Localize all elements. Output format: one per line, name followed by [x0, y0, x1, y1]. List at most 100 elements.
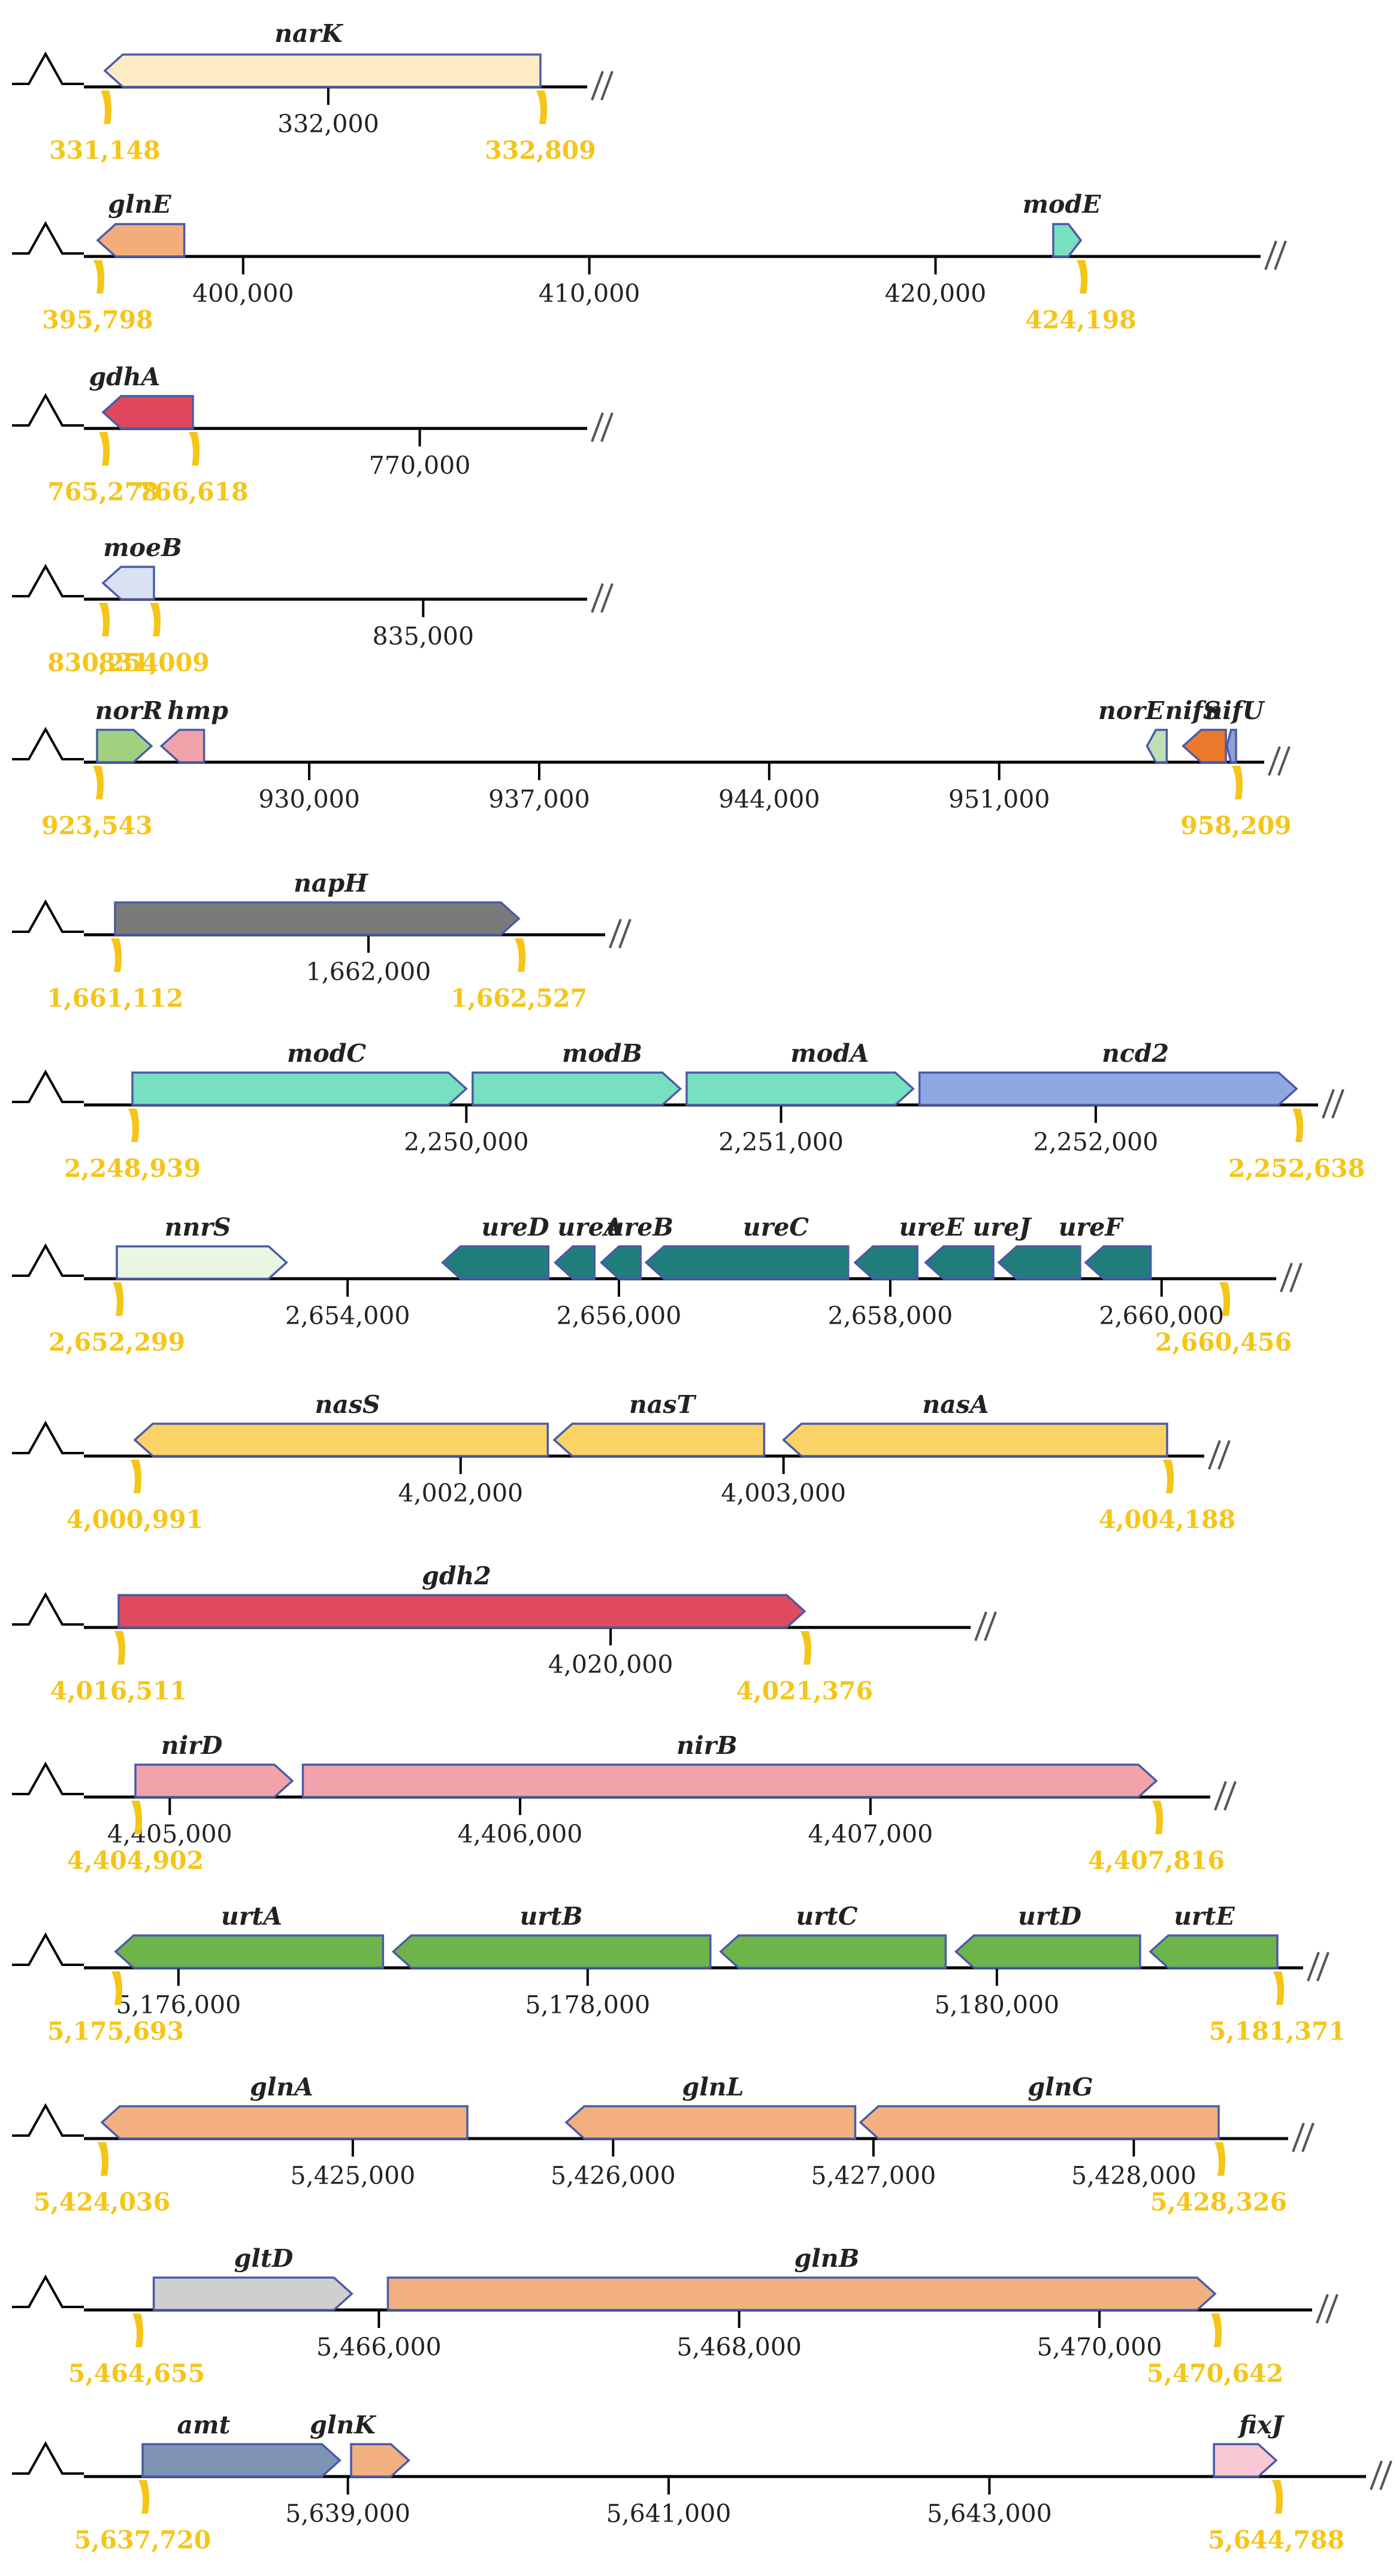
gene-label-narK: narK [274, 19, 343, 48]
gene-label-gdh2: gdh2 [422, 1562, 491, 1590]
tick-label: 5,468,000 [676, 2333, 802, 2361]
tick-label: 2,250,000 [404, 1128, 529, 1156]
gene-arrow-ureJ [924, 1245, 995, 1280]
tick-label: 4,406,000 [458, 1820, 583, 1849]
coordinate-marker-icon [1219, 1282, 1231, 1316]
gene-label-moeB: moeB [103, 533, 182, 562]
gene-label-ureE: ureE [899, 1213, 965, 1242]
coordinate-label: 2,252,638 [1228, 1154, 1365, 1183]
break-slash-icon [591, 583, 604, 613]
tick-label: 5,427,000 [811, 2161, 936, 2190]
coordinate-marker-icon [1292, 1109, 1304, 1142]
gene-label-amt: amt [177, 2411, 231, 2439]
gene-arrow-glnB [386, 2276, 1217, 2311]
break-slash-icon [1307, 1952, 1320, 1982]
break-zigzag-icon [12, 1243, 84, 1277]
gene-label-hmp: hmp [167, 696, 228, 725]
break-slash-icon [591, 71, 604, 101]
break-zigzag-icon [12, 221, 84, 255]
break-zigzag-icon [12, 2441, 84, 2475]
gene-label-glnK: glnK [310, 2411, 376, 2439]
gene-label-nifS: nifS [1165, 696, 1221, 725]
coordinate-label: 2,660,456 [1155, 1328, 1292, 1357]
coordinate-label: 5,181,371 [1209, 2017, 1346, 2046]
break-slash-icon [1268, 746, 1281, 776]
break-zigzag-icon [12, 726, 84, 760]
tick-label: 4,405,000 [107, 1820, 232, 1849]
gene-arrow-nasS [133, 1423, 549, 1457]
gene-arrow-glnA [100, 2105, 469, 2140]
coordinate-marker-icon [93, 766, 104, 799]
break-slash-icon [1325, 2294, 1338, 2324]
break-slash-icon [1214, 1781, 1227, 1811]
gene-arrow-ureD [441, 1245, 550, 1280]
break-zigzag-icon [12, 2103, 84, 2137]
gene-label-napH: napH [294, 869, 368, 898]
gene-arrow-nasA [782, 1423, 1168, 1457]
tick-label: 937,000 [488, 785, 590, 814]
coordinate-marker-icon [150, 603, 161, 636]
gene-label-nirD: nirD [161, 1731, 223, 1760]
break-slash-icon [609, 919, 622, 949]
tick-label: 4,003,000 [721, 1479, 846, 1508]
gene-arrow-ncd2 [918, 1071, 1298, 1106]
gene-arrow-nnrS [116, 1245, 288, 1280]
gene-label-urtE: urtE [1174, 1902, 1235, 1931]
gene-label-gdhA: gdhA [89, 363, 161, 391]
break-slash-icon [974, 1611, 987, 1641]
gene-arrow-ureF [997, 1245, 1081, 1280]
break-slash-icon [591, 412, 604, 442]
coordinate-label: 958,209 [1180, 811, 1291, 840]
gene-arrow-nirB [301, 1763, 1158, 1798]
gene-arrow-narK [103, 53, 542, 88]
gene-arrow-glnG [859, 2105, 1220, 2140]
gene-label-gltD: gltD [234, 2244, 294, 2273]
coordinate-marker-icon [131, 1460, 142, 1493]
tick-label: 5,641,000 [606, 2499, 732, 2528]
break-slash-icon [1280, 1263, 1293, 1292]
break-zigzag-icon [12, 1761, 84, 1795]
coordinate-label: 831,009 [98, 648, 209, 677]
gene-arrow-ureF [1084, 1245, 1152, 1280]
gene-label-ureB: ureB [606, 1213, 673, 1242]
tick-label: 5,425,000 [291, 2161, 416, 2190]
coordinate-marker-icon [1163, 1460, 1174, 1493]
coordinate-label: 830,254 [47, 648, 158, 677]
gene-arrow-hmp [159, 729, 206, 763]
coordinate-label: 5,428,326 [1150, 2188, 1287, 2216]
gene-label-norR: norR [95, 696, 163, 725]
break-zigzag-icon [12, 563, 84, 597]
tick-label: 5,178,000 [525, 1991, 650, 2019]
gene-label-norE: norE [1098, 696, 1165, 725]
coordinate-marker-icon [1273, 1971, 1285, 2005]
gene-label-urtD: urtD [1018, 1902, 1081, 1931]
break-zigzag-icon [12, 1932, 84, 1966]
gene-label-fixJ: fixJ [1237, 2411, 1285, 2439]
tick-label: 2,660,000 [1099, 1301, 1224, 1330]
break-slash-icon [1223, 1781, 1237, 1811]
gene-arrow-urtD [954, 1934, 1141, 1969]
gene-arrow-modA [685, 1071, 915, 1106]
tick-label: 930,000 [258, 785, 360, 814]
coordinate-marker-icon [93, 260, 105, 294]
coordinate-marker-icon [98, 2142, 109, 2176]
gene-arrow-nasT [552, 1423, 766, 1457]
coordinate-marker-icon [515, 938, 526, 972]
gene-label-glnB: glnB [794, 2244, 860, 2273]
coordinate-marker-icon [1077, 260, 1088, 294]
coordinate-label: 4,021,376 [736, 1677, 873, 1705]
gene-label-modA: modA [790, 1039, 869, 1068]
gene-arrow-urtA [114, 1934, 385, 1969]
break-slash-icon [1208, 1440, 1221, 1470]
tick-label: 944,000 [718, 785, 820, 814]
break-zigzag-icon [12, 51, 84, 85]
coordinate-label: 1,662,527 [451, 984, 587, 1013]
coordinate-marker-icon [189, 432, 200, 466]
gene-arrow-glnL [564, 2105, 857, 2140]
